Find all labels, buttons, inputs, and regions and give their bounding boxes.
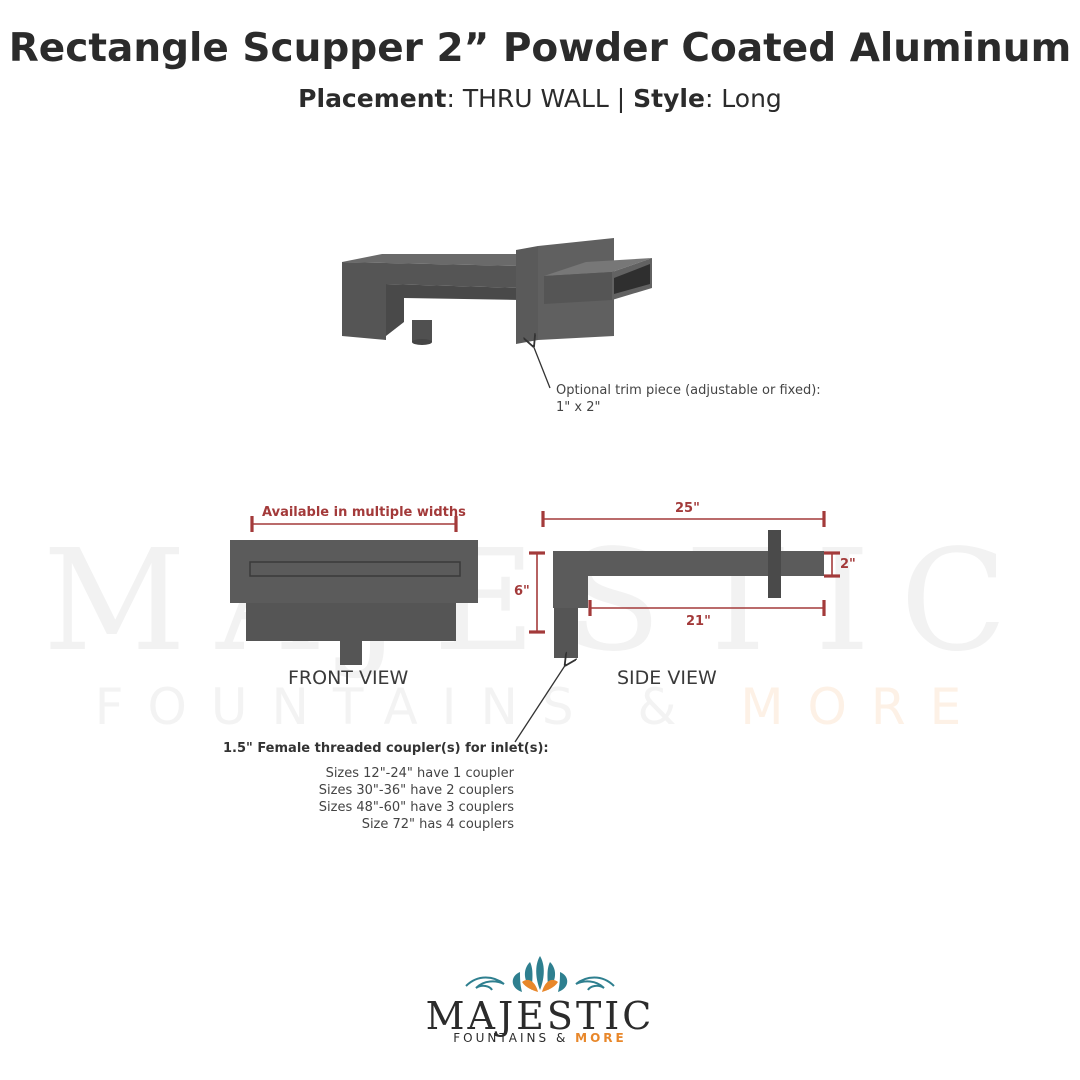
trim-arrow [533, 345, 551, 389]
logo-sub-main: FOUNTAINS & [453, 1031, 576, 1045]
body-front-face [342, 262, 520, 340]
coupler-list: Sizes 12"-24" have 1 coupler Sizes 30"-3… [300, 765, 514, 833]
coupler-title: 1.5" Female threaded coupler(s) for inle… [223, 741, 549, 756]
perspective-inlet [412, 320, 432, 342]
side-inlet [554, 608, 578, 658]
front-view-drawing [230, 540, 478, 665]
logo-sub-more: MORE [575, 1031, 627, 1045]
spout-front [544, 272, 612, 304]
dim-2-label: 2" [840, 557, 856, 572]
placement-label: Placement [298, 84, 447, 113]
trim-plate-front [516, 246, 538, 344]
dim-21-label: 21" [686, 614, 711, 629]
coupler-line: Size 72" has 4 couplers [361, 817, 514, 832]
front-face [230, 540, 478, 603]
page-subtitle: Placement: THRU WALL | Style: Long [0, 84, 1080, 113]
widths-note: Available in multiple widths [262, 505, 466, 520]
trim-note: Optional trim piece (adjustable or fixed… [556, 382, 821, 416]
spout-opening [614, 264, 650, 294]
front-inlet [340, 641, 362, 665]
body-side-face [386, 284, 520, 336]
logo-wordmark: MAJESTIC [425, 994, 655, 1038]
dim-6-label: 6" [514, 584, 530, 599]
logo-emblem-icon [465, 956, 615, 992]
coupler-arrow [514, 664, 566, 743]
logo-tagline: FOUNTAINS & MORE [0, 1031, 1080, 1045]
side-view-label: SIDE VIEW [617, 667, 717, 689]
style-label: Style [633, 84, 705, 113]
coupler-line: Sizes 30"-36" have 2 couplers [318, 783, 514, 798]
watermark-subtitle: FOUNTAINS & MORE [0, 678, 1080, 736]
placement-value: : THRU WALL | [446, 84, 634, 113]
front-base [246, 603, 456, 641]
side-horizontal [553, 551, 824, 576]
side-view-drawing [553, 530, 824, 658]
watermark-word: MAJESTIC [42, 520, 1038, 683]
perspective-inlet-bottom [412, 339, 432, 345]
watermark-sub-more: MORE [740, 678, 986, 736]
front-slot [249, 561, 461, 577]
page-title: Rectangle Scupper 2” Powder Coated Alumi… [8, 26, 1072, 71]
perspective-view [342, 238, 652, 345]
dim-25-label: 25" [675, 501, 700, 516]
style-value: : Long [704, 84, 782, 113]
side-trim [768, 530, 781, 598]
coupler-line: Sizes 48"-60" have 3 couplers [318, 800, 514, 815]
coupler-line: Sizes 12"-24" have 1 coupler [325, 766, 514, 781]
front-view-label: FRONT VIEW [288, 667, 409, 689]
trim-note-line1: Optional trim piece (adjustable or fixed… [556, 383, 821, 398]
trim-note-line2: 1" x 2" [556, 400, 601, 415]
watermark-sub-main: FOUNTAINS & [94, 678, 741, 736]
spout-top [544, 258, 652, 276]
